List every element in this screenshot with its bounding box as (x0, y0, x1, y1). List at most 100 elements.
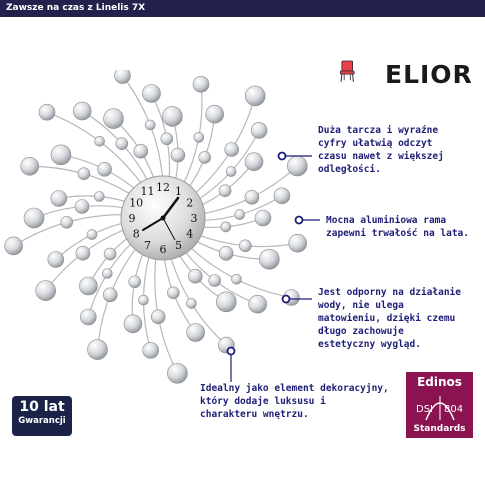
crystal-ball (205, 104, 224, 124)
clock-numeral: 4 (186, 228, 193, 241)
crystal-ball (86, 229, 98, 240)
crystal-ball (192, 76, 210, 93)
standards-seal-icon (425, 396, 455, 421)
page-title-bar: Zawsze na czas z Linelis 7X (0, 0, 485, 17)
crystal-ball (193, 132, 205, 143)
clock-numeral: 3 (191, 212, 198, 225)
callout-text-frame: Mocna aluminiowa rama zapewni trwałość n… (326, 215, 469, 239)
clock-numeral: 1 (175, 185, 182, 198)
clock-numeral: 8 (133, 228, 140, 241)
crystal-ball (167, 286, 180, 300)
edinos-dsi: DSI (416, 404, 433, 415)
crystal-ball (162, 106, 183, 127)
hour-hand (161, 196, 180, 220)
crystal-ball (87, 339, 108, 360)
crystal-ball (167, 362, 188, 384)
crystal-ball (23, 207, 45, 229)
crystal-ball (35, 280, 57, 301)
crystal-ball (273, 187, 291, 205)
crystal-ball (220, 221, 232, 233)
clock-numeral: 6 (160, 243, 167, 256)
edinos-number: 804 (444, 404, 464, 415)
crystal-ball (250, 122, 268, 139)
crystal-ball (72, 101, 92, 121)
second-hand (162, 217, 176, 241)
crystal-ball (186, 323, 205, 342)
clock-rays (4, 70, 308, 384)
minute-hand (142, 217, 164, 231)
crystal-ball (248, 294, 267, 314)
clock-numeral: 7 (144, 239, 151, 252)
clock-numeral: 10 (129, 197, 143, 210)
crystal-ball (97, 162, 112, 177)
crystal-ball (103, 247, 117, 261)
crystal-ball (20, 157, 40, 176)
crystal-ball (138, 294, 149, 306)
crystal-ball (133, 143, 149, 159)
crystal-ball (218, 336, 235, 354)
clock-numeral: 5 (175, 239, 182, 252)
crystal-ball (79, 276, 98, 296)
crystal-ball (4, 236, 23, 256)
crystal-ball (128, 275, 141, 289)
clock-center (160, 215, 166, 221)
clock-numeral: 12 (156, 181, 170, 194)
crystal-ball (103, 108, 124, 129)
edinos-standards-badge: Edinos DSI 804 Standards (406, 372, 473, 438)
brand-logo-text: ELIOR (385, 60, 473, 89)
clock-numeral: 11 (141, 185, 155, 198)
crystal-ball (94, 136, 105, 147)
crystal-ball (75, 245, 91, 261)
crystal-ball (208, 274, 221, 287)
crystal-ball (160, 132, 174, 146)
clock-numeral: 9 (129, 212, 136, 225)
crystal-ball (258, 248, 280, 270)
page-title: Zawsze na czas z Linelis 7X (6, 3, 146, 13)
crystal-ball (142, 84, 161, 103)
crystal-ball (74, 199, 90, 214)
crystal-ball (144, 119, 156, 131)
crystal-ball (186, 298, 197, 309)
crystal-ball (218, 184, 232, 197)
guarantee-label: Gwarancji (18, 416, 66, 426)
crystal-ball (224, 142, 239, 157)
crystal-ball (216, 291, 237, 313)
crystal-ball (283, 289, 300, 306)
crystal-ball (102, 268, 113, 279)
crystal-ball (102, 287, 118, 303)
callout-text-water: Jest odporny na działanie wody, nie uleg… (318, 287, 461, 350)
crystal-ball (244, 85, 266, 107)
crystal-ball (94, 191, 105, 202)
callout-text-decor: Idealny jako element dekoracyjny, który … (200, 383, 389, 420)
crystal-ball (286, 155, 308, 177)
crystal-ball (234, 209, 245, 220)
crystal-ball (244, 152, 264, 171)
crystal-ball (231, 274, 242, 285)
chair-icon (339, 60, 355, 82)
crystal-ball (38, 103, 56, 121)
callout-text-dial: Duża tarcza i wyraźne cyfry ułatwią odcz… (318, 125, 444, 175)
guarantee-years: 10 lat (19, 399, 65, 415)
crystal-ball (114, 70, 131, 84)
crystal-ball (188, 268, 203, 284)
crystal-ball (244, 190, 260, 205)
crystal-ball (50, 190, 68, 207)
crystal-ball (77, 167, 91, 180)
crystal-ball (47, 251, 65, 268)
edinos-name: Edinos (417, 375, 462, 389)
edinos-standards-label: Standards (413, 424, 466, 434)
crystal-ball (198, 151, 211, 164)
crystal-ball (60, 216, 73, 229)
crystal-ball (150, 309, 166, 325)
crystal-ball (254, 209, 272, 227)
crystal-ball (142, 342, 159, 359)
crystal-ball (80, 308, 97, 326)
crystal-ball (225, 166, 237, 177)
crystal-ball (50, 144, 72, 166)
crystal-ball (123, 314, 143, 334)
crystal-ball (170, 147, 186, 163)
crystal-ball (218, 246, 234, 261)
clock-numeral: 2 (186, 197, 193, 210)
